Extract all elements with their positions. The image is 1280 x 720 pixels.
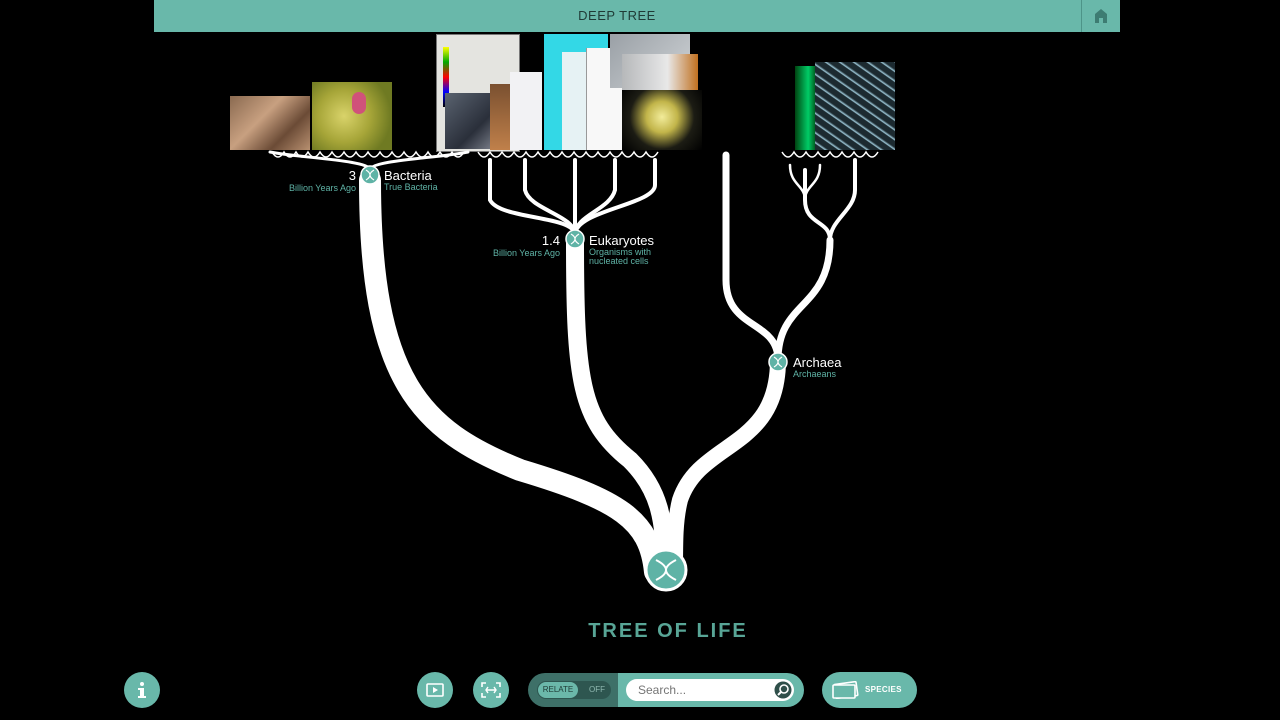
archaea-sub: Archaeans [793,369,837,379]
archaea-name: Archaea [793,355,842,370]
eukaryotes-label[interactable]: Eukaryotes Organisms with nucleated cell… [589,233,654,266]
search-icon[interactable] [774,681,792,699]
relate-on-label: RELATE [538,682,578,698]
tree-of-life-title: TREE OF LIFE [588,620,748,642]
archaea-label[interactable]: Archaea Archaeans [793,355,841,379]
relate-toggle[interactable]: RELATE OFF [528,673,618,707]
bacteria-sub: True Bacteria [384,182,438,192]
species-button[interactable]: SPECIES [822,672,917,708]
eukaryote-thumb-9[interactable] [622,90,702,150]
bacteria-label[interactable]: Bacteria True Bacteria [384,168,438,192]
left-margin [0,0,118,720]
bacteria-thumb-1[interactable] [230,96,310,150]
home-icon [1095,9,1107,23]
archaea-node[interactable] [768,352,788,372]
eukaryote-thumb-3[interactable] [510,72,542,150]
info-icon [138,682,146,698]
eukaryotes-age-value: 1.4 [541,233,560,248]
species-cards-icon [832,681,859,699]
fit-view-button[interactable] [473,672,509,708]
bacteria-age-unit: Billion Years Ago [288,183,356,193]
eukaryotes-node[interactable] [565,229,585,249]
eukaryote-thumb-8[interactable] [622,54,698,92]
species-label: SPECIES [865,685,902,694]
info-button[interactable] [124,672,160,708]
eukaryotes-age: 1.4 Billion Years Ago [480,233,560,258]
play-icon [426,683,444,697]
root-node[interactable] [644,548,688,592]
bacteria-age: 3 Billion Years Ago [276,168,356,193]
relate-off-label: OFF [589,685,605,694]
eukaryote-thumb-2[interactable] [490,84,510,150]
play-video-button[interactable] [417,672,453,708]
eukaryotes-sub-2: nucleated cells [589,256,649,266]
eukaryotes-age-unit: Billion Years Ago [492,248,560,258]
app-title: DEEP TREE [578,8,656,23]
home-button[interactable] [1081,0,1120,32]
archaea-thumb-2[interactable] [815,62,895,150]
bacteria-age-value: 3 [348,168,356,183]
archaea-thumb-1[interactable] [795,66,817,150]
relate-switch[interactable]: RELATE OFF [537,681,611,699]
eukaryotes-sub-1: Organisms with [589,247,652,257]
search-bar [618,673,804,707]
right-margin [1162,0,1280,720]
search-input[interactable] [626,679,794,701]
eukaryotes-name: Eukaryotes [589,233,655,248]
bacteria-thumb-2[interactable] [312,82,392,150]
bacteria-node[interactable] [360,165,380,185]
eukaryote-thumb-5[interactable] [562,52,588,150]
bacteria-name: Bacteria [384,168,432,183]
expand-view-icon [481,682,501,698]
top-bar: DEEP TREE [154,0,1120,32]
